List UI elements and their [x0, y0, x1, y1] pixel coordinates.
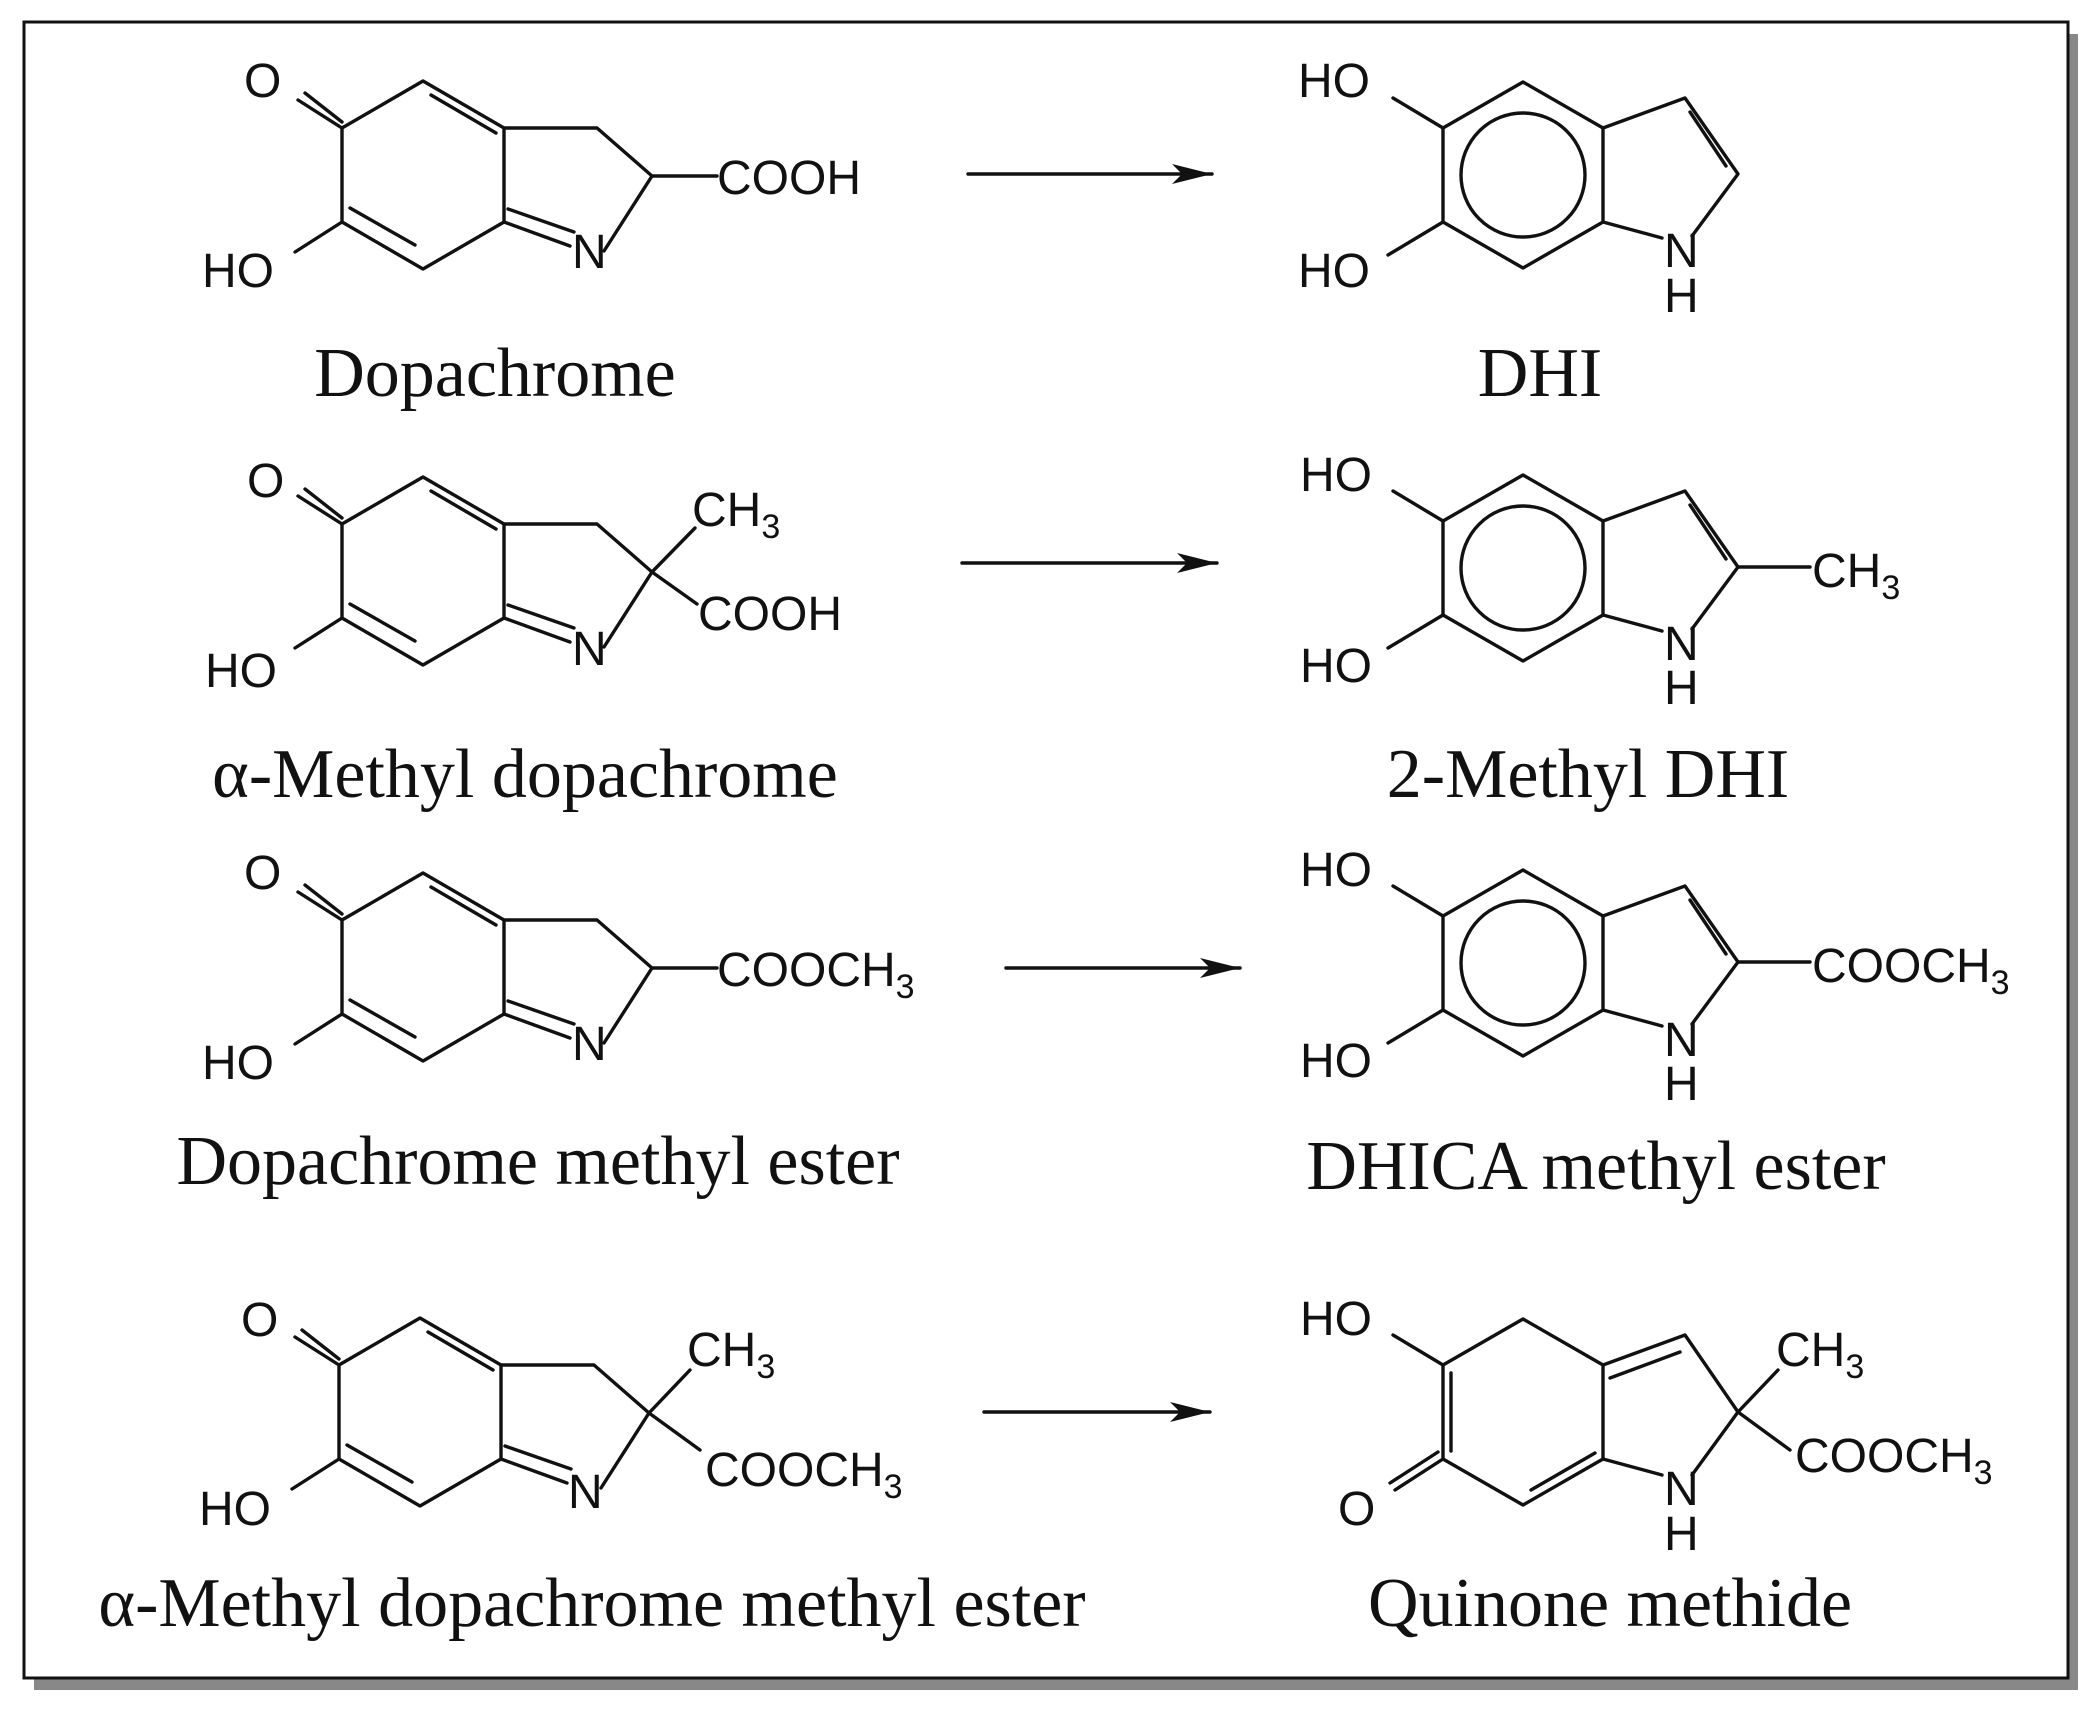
atom-label: COOH: [717, 152, 861, 205]
atom-label: HO: [1300, 844, 1372, 897]
atom-label: HO: [199, 1483, 271, 1536]
product-name: Quinone methide: [1368, 1565, 1852, 1642]
atom-label: HO: [1300, 640, 1372, 693]
atom-label: HO: [1300, 449, 1372, 502]
frame: [22, 20, 2070, 1680]
reactant-name: α-Methyl dopachrome: [212, 736, 838, 813]
atom-label: COOCH3: [717, 944, 915, 1006]
atom-label: HO: [205, 645, 277, 698]
atom-label: N: [1664, 618, 1699, 671]
atom-label: HO: [202, 1037, 274, 1090]
atom-label: H: [1664, 270, 1699, 323]
atom-label: N: [1664, 1463, 1699, 1516]
product-name: DHI: [1478, 335, 1602, 412]
atom-label: HO: [1298, 55, 1370, 108]
atom-label: O: [241, 1294, 278, 1347]
atom-label: CH3: [1776, 1324, 1864, 1386]
atom-label: N: [568, 1466, 603, 1519]
atom-label: CH3: [687, 1324, 775, 1386]
atom-label: CH3: [692, 484, 780, 546]
reactant-alpha-methyl-dopachrome: O HO N CH3 COOH: [205, 455, 842, 698]
atom-label: O: [247, 455, 284, 508]
atom-label: HO: [202, 245, 274, 298]
atom-label: COOCH3: [1795, 1430, 1993, 1492]
atom-label: H: [1664, 1508, 1699, 1561]
product-name: DHICA methyl ester: [1306, 1128, 1885, 1205]
reactant-name: α-Methyl dopachrome methyl ester: [98, 1565, 1085, 1642]
atom-label: COOH: [698, 588, 842, 641]
atom-label: H: [1664, 662, 1699, 715]
reactant-alpha-methyl-dopachrome-methyl-ester: O HO N CH3 COOCH3: [199, 1294, 903, 1536]
reactant-name: Dopachrome: [314, 335, 676, 412]
product-name: 2-Methyl DHI: [1387, 736, 1789, 813]
atom-label: COOCH3: [1812, 940, 2010, 1002]
reactant-dopachrome: O HO N COOH: [202, 55, 861, 298]
atom-label: N: [572, 623, 607, 676]
product-dhica-methyl-ester: HO HO N H COOCH3: [1300, 844, 2010, 1111]
product-dhi: HO HO N H: [1298, 55, 1740, 323]
atom-label: O: [244, 847, 281, 900]
reactant-dopachrome-methyl-ester: O HO N COOCH3: [202, 847, 915, 1090]
product-quinone-methide: HO O N H CH3 COOCH3: [1300, 1293, 1993, 1561]
reactant-name: Dopachrome methyl ester: [176, 1123, 899, 1200]
atom-label: H: [1664, 1058, 1699, 1111]
atom-label: O: [1338, 1483, 1375, 1536]
atom-label: O: [244, 55, 281, 108]
atom-label: N: [572, 226, 607, 279]
product-2-methyl-dhi: HO HO N H CH3: [1300, 449, 1900, 715]
atom-label: N: [1664, 1014, 1699, 1067]
atom-label: COOCH3: [705, 1444, 903, 1506]
atom-label: HO: [1298, 245, 1370, 298]
atom-label: HO: [1300, 1293, 1372, 1346]
atom-label: N: [572, 1018, 607, 1071]
atom-label: N: [1664, 225, 1699, 278]
atom-label: CH3: [1812, 545, 1900, 607]
atom-label: HO: [1300, 1035, 1372, 1088]
